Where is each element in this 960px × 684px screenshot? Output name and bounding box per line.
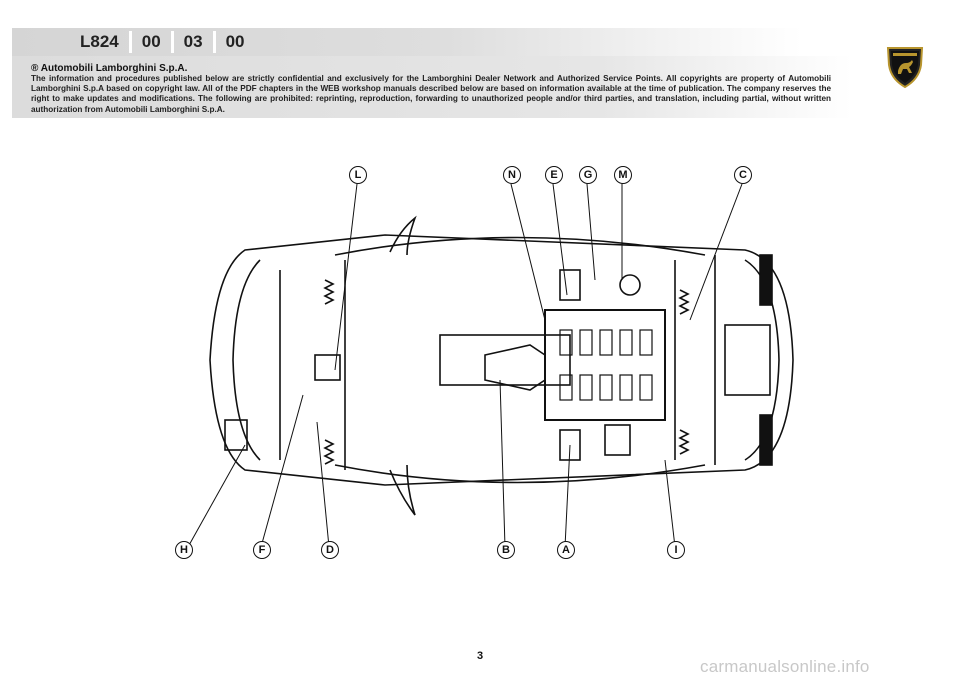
callout-F: F — [253, 541, 271, 559]
copyright-band — [12, 56, 852, 118]
callout-C: C — [734, 166, 752, 184]
callout-A: A — [557, 541, 575, 559]
callout-G: G — [579, 166, 597, 184]
callout-E: E — [545, 166, 563, 184]
watermark: carmanualsonline.info — [700, 657, 870, 676]
code-subgroup: 03 — [183, 32, 203, 51]
callout-H: H — [175, 541, 193, 559]
copyright-title: ® Automobili Lamborghini S.p.A. — [31, 63, 188, 74]
callout-L: L — [349, 166, 367, 184]
code-section: 00 — [225, 32, 245, 51]
callout-D: D — [321, 541, 339, 559]
callout-N: N — [503, 166, 521, 184]
copyright-text: The information and procedures published… — [31, 74, 831, 114]
code-model: L824 — [80, 32, 119, 51]
vehicle-component-diagram — [187, 183, 794, 548]
callout-M: M — [614, 166, 632, 184]
lamborghini-shield-icon — [886, 47, 924, 89]
header-bar — [12, 28, 802, 56]
code-group: 00 — [141, 32, 161, 51]
callout-I: I — [667, 541, 685, 559]
document-code: L824 00 03 00 — [70, 31, 255, 53]
callout-B: B — [497, 541, 515, 559]
page-number: 3 — [476, 650, 484, 662]
